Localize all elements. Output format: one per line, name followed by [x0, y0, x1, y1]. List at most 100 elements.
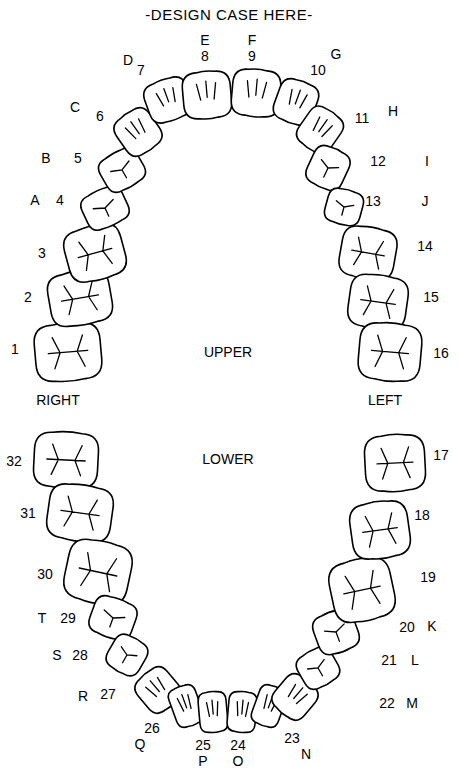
tooth-fissure [340, 570, 383, 611]
tooth-letter: Q [135, 737, 146, 751]
tooth-fissure [370, 335, 410, 369]
tooth-fissure [315, 160, 338, 181]
tooth-fissure [46, 444, 86, 476]
tooth-number: 31 [20, 506, 36, 520]
tooth-outline [364, 433, 427, 493]
tooth-fissure [99, 610, 124, 631]
tooth-fissure [206, 700, 219, 717]
tooth-fissure [47, 335, 89, 370]
tooth-letter: G [331, 47, 342, 61]
tooth-outline [302, 141, 354, 195]
tooth-outline [357, 320, 424, 384]
tooth-number: 20 [399, 620, 415, 634]
tooth-outline [347, 498, 412, 563]
tooth-number: 6 [96, 109, 104, 123]
tooth-number: 2 [24, 290, 32, 304]
tooth-number: 23 [284, 731, 300, 745]
tooth-letter: E [200, 33, 209, 47]
tooth-number: 8 [201, 49, 209, 63]
tooth-letter: D [123, 53, 133, 67]
tooth-number: 32 [6, 454, 22, 468]
tooth-outline [44, 481, 115, 546]
tooth-crown [197, 690, 228, 733]
tooth-letter: R [78, 689, 88, 703]
tooth-fissure [196, 80, 217, 100]
tooth-fissure [111, 161, 136, 183]
tooth-fissure [124, 117, 147, 140]
tooth-letter: O [233, 754, 244, 768]
tooth-crown [44, 481, 115, 546]
tooth-fissure [177, 693, 193, 712]
tooth-outline [322, 185, 366, 229]
tooth-letter: P [198, 754, 207, 768]
tooth-number: 29 [60, 611, 76, 625]
tooth-crown [102, 630, 152, 680]
tooth-number: 25 [195, 738, 211, 752]
tooth-number: 11 [355, 111, 370, 125]
tooth-outline [197, 690, 228, 733]
tooth-letter: M [406, 696, 418, 710]
tooth-number: 13 [365, 194, 381, 208]
region-label: UPPER [204, 345, 252, 359]
tooth-number: 22 [379, 696, 395, 710]
tooth-fissure [376, 447, 414, 480]
tooth-crown [325, 553, 399, 627]
tooth-crown [181, 69, 233, 121]
tooth-crown [33, 430, 100, 490]
tooth-number: 30 [37, 567, 53, 581]
tooth-number: 24 [230, 738, 246, 752]
tooth-number: 5 [74, 151, 82, 165]
tooth-crown [357, 320, 424, 384]
tooth-letter: I [425, 154, 429, 168]
chart-title: -DESIGN CASE HERE- [145, 7, 312, 22]
tooth-number: 1 [11, 342, 19, 356]
region-label: RIGHT [36, 393, 80, 407]
tooth-fissure [115, 647, 137, 668]
tooth-fissure [246, 78, 267, 98]
tooth-number: 10 [310, 63, 326, 77]
tooth-letter: K [427, 619, 436, 633]
tooth-fissure [333, 201, 354, 218]
tooth-number: 9 [248, 49, 256, 63]
tooth-letter: A [30, 193, 39, 207]
tooth-outline [33, 430, 100, 490]
tooth-letter: B [41, 151, 50, 165]
tooth-letter: J [422, 194, 429, 208]
tooth-number: 16 [433, 346, 449, 360]
tooth-letter: H [388, 104, 398, 118]
tooth-crown [302, 141, 354, 195]
tooth-number: 26 [144, 721, 160, 735]
tooth-number: 12 [370, 154, 386, 168]
tooth-number: 15 [423, 290, 439, 304]
tooth-number: 3 [38, 246, 46, 260]
tooth-fissure [59, 495, 101, 530]
region-label: LEFT [368, 393, 402, 407]
tooth-fissure [74, 234, 115, 271]
tooth-number: 21 [381, 653, 397, 667]
tooth-number: 7 [137, 63, 145, 77]
region-label: LOWER [202, 452, 253, 466]
tooth-fissure [156, 86, 178, 107]
tooth-fissure [349, 236, 386, 269]
tooth-letter: C [70, 100, 80, 114]
tooth-crown [322, 185, 366, 229]
tooth-fissure [287, 683, 309, 705]
tooth-outline [181, 69, 233, 121]
tooth-fissure [308, 660, 331, 681]
tooth-number: 28 [72, 648, 88, 662]
tooth-fissure [93, 199, 119, 220]
tooth-fissure [359, 285, 398, 319]
tooth-fissure [144, 676, 166, 698]
tooth-outline [33, 320, 104, 384]
tooth-outline [325, 553, 399, 627]
tooth-outline [102, 630, 152, 680]
tooth-crown [33, 320, 104, 384]
tooth-crown [347, 498, 412, 563]
tooth-fissure [311, 115, 333, 137]
tooth-crown [364, 433, 427, 493]
tooth-fissure [59, 280, 101, 315]
tooth-letter: T [38, 611, 47, 625]
tooth-letter: N [301, 747, 311, 761]
tooth-letter: S [52, 648, 61, 662]
